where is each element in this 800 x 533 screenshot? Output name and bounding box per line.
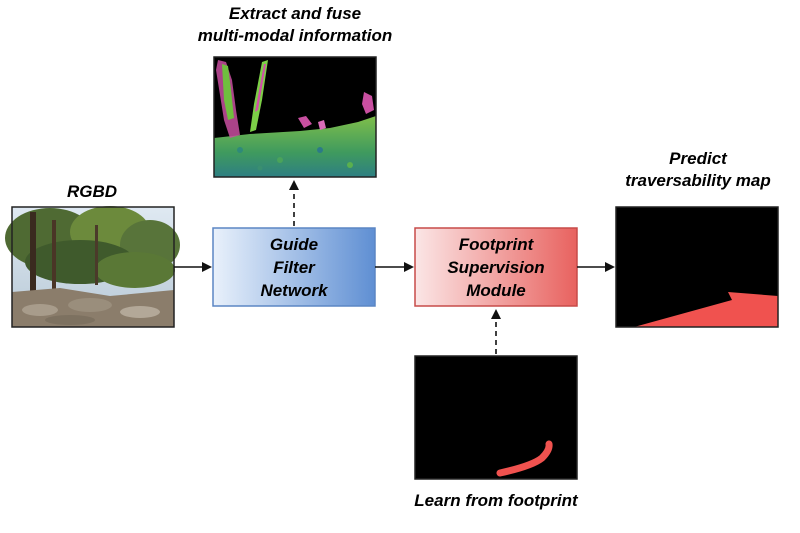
feature-image (213, 56, 377, 178)
guide-filter-line3: Network (260, 280, 328, 300)
extract-label-line1: Extract and fuse (228, 4, 362, 23)
rgbd-label: RGBD (66, 182, 118, 201)
footprint-image (414, 355, 578, 480)
footprint-line3: Module (466, 280, 526, 300)
guide-filter-network: Guide Filter Network (213, 228, 375, 306)
footprint-line1: Footprint (458, 234, 534, 254)
footprint-line2: Supervision (447, 257, 545, 277)
predict-label-line1: Predict (669, 149, 727, 168)
predict-label-line2: traversability map (625, 171, 771, 190)
rgbd-image (5, 206, 180, 328)
extract-label: Extract and fuse multi-modal information (150, 3, 440, 47)
extract-label-line2: multi-modal information (197, 26, 393, 45)
predict-label: Predict traversability map (600, 148, 796, 192)
guide-filter-line2: Filter (273, 257, 315, 277)
guide-filter-line1: Guide (269, 234, 319, 254)
footprint-supervision-module: Footprint Supervision Module (415, 228, 577, 306)
traversability-image (615, 206, 779, 328)
learn-label: Learn from footprint (414, 491, 578, 510)
